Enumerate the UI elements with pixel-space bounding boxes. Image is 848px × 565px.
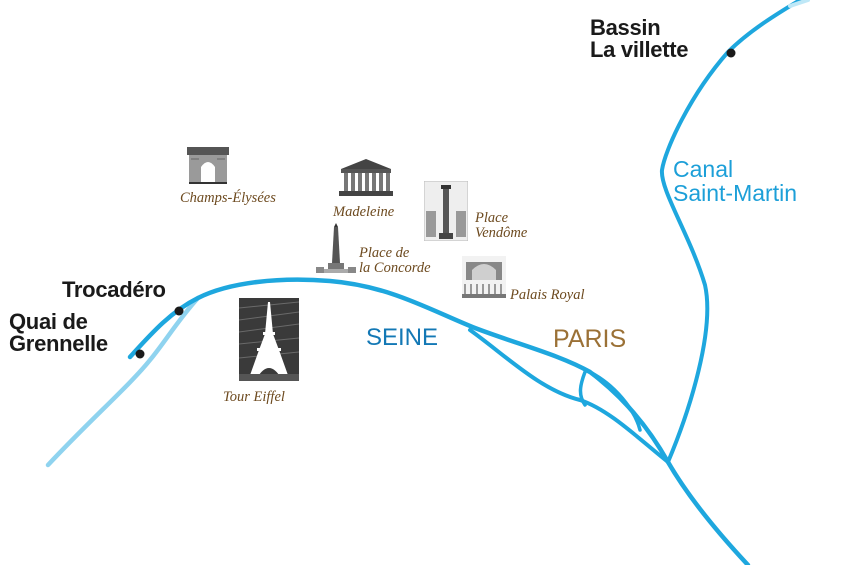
obelisk-icon[interactable] — [316, 223, 356, 275]
stop-label-quai[interactable]: Quai de Grennelle — [9, 309, 108, 356]
landmark-label-champs[interactable]: Champs-Élysées — [180, 190, 276, 206]
landmark-label-palais[interactable]: Palais Royal — [510, 287, 585, 303]
seine-tail — [45, 295, 201, 468]
madeleine-temple-icon[interactable] — [337, 157, 395, 197]
canal-label: Canal Saint-Martin — [673, 156, 797, 206]
seine-label: SEINE — [366, 324, 439, 351]
canal-saint-martin — [659, 0, 802, 464]
seine-island-channel-2 — [588, 370, 642, 432]
landmark-label-eiffel[interactable]: Tour Eiffel — [223, 389, 285, 405]
stop-label-trocadero[interactable]: Trocadéro — [62, 277, 166, 302]
stop-dot-trocadero[interactable] — [174, 306, 184, 316]
seine-river — [127, 277, 751, 565]
paris-label: PARIS — [553, 325, 627, 353]
palais-royal-icon[interactable] — [462, 256, 506, 298]
vendome-column-icon[interactable] — [424, 181, 468, 241]
stop-dot-quai[interactable] — [135, 349, 145, 359]
seine-branch-lower — [468, 328, 670, 464]
canal-faded-tail — [788, 0, 810, 8]
landmark-label-concorde[interactable]: Place de la Concorde — [359, 245, 431, 276]
eiffel-tower-icon[interactable] — [239, 298, 299, 381]
landmark-label-vendome[interactable]: Place Vendôme — [475, 210, 528, 241]
landmark-label-madeleine[interactable]: Madeleine — [333, 204, 395, 220]
stop-label-bassin[interactable]: Bassin La villette — [590, 15, 689, 62]
stop-dot-bassin[interactable] — [726, 48, 736, 58]
seine-island-channel — [578, 370, 587, 407]
arc-de-triomphe-icon[interactable] — [185, 143, 231, 185]
